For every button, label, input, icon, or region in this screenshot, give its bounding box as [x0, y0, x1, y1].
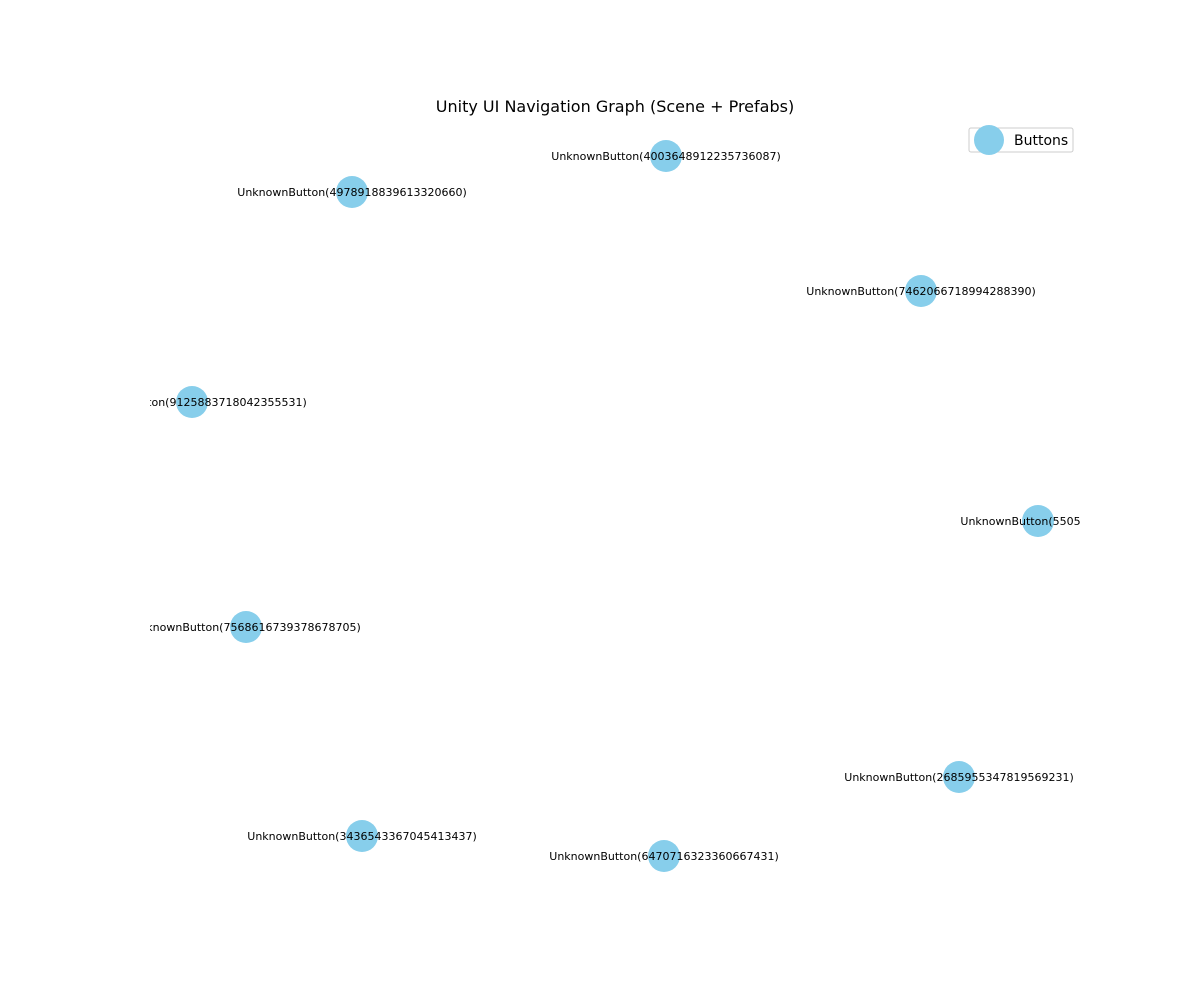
button-node-circle	[230, 611, 262, 643]
button-node-label: UnknownButton(9125883718042355531)	[77, 396, 306, 409]
button-node-label: UnknownButton(7462066718994288390)	[806, 285, 1035, 298]
button-node-circle	[648, 840, 680, 872]
button-node: UnknownButton(7462066718994288390)	[806, 275, 1036, 307]
button-node-circle	[1022, 505, 1054, 537]
button-node: UnknownButton(4003648912235736087)	[551, 140, 781, 172]
button-node: UnknownButton(9125883718042355531)	[77, 386, 307, 418]
button-node: UnknownButton(2685955347819569231)	[844, 761, 1074, 793]
button-node: UnknownButton(550526546	[960, 505, 1115, 537]
button-node: UnknownButton(6470716323360667431)	[549, 840, 779, 872]
button-node-label: UnknownButton(7568616739378678705)	[131, 621, 360, 634]
button-node-label: UnknownButton(2685955347819569231)	[844, 771, 1073, 784]
legend-marker	[974, 125, 1004, 155]
button-node-label: UnknownButton(4978918839613320660)	[237, 186, 466, 199]
button-node-label: UnknownButton(3436543367045413437)	[247, 830, 476, 843]
button-node-circle	[346, 820, 378, 852]
button-node-circle	[905, 275, 937, 307]
button-node-circle	[943, 761, 975, 793]
button-node: UnknownButton(4978918839613320660)	[237, 176, 467, 208]
legend: Buttons	[968, 125, 1074, 155]
button-node-label: UnknownButton(6470716323360667431)	[549, 850, 778, 863]
button-node: UnknownButton(7568616739378678705)	[131, 611, 361, 643]
button-node-circle	[176, 386, 208, 418]
button-node: UnknownButton(3436543367045413437)	[247, 820, 477, 852]
graph-title: Unity UI Navigation Graph (Scene + Prefa…	[436, 97, 794, 116]
legend-label: Buttons	[1014, 133, 1068, 149]
button-node-circle	[336, 176, 368, 208]
button-node-label: UnknownButton(4003648912235736087)	[551, 150, 780, 163]
nodes-layer: UnknownButton(4003648912235736087) Unknow…	[77, 140, 1115, 872]
button-node-label: UnknownButton(550526546	[960, 515, 1115, 528]
button-node-circle	[650, 140, 682, 172]
